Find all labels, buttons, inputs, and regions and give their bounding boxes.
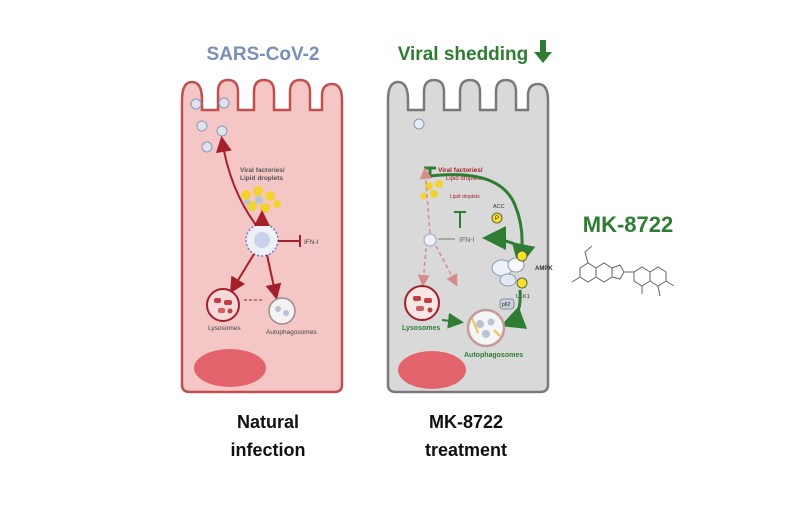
- left-caption-line2: infection: [231, 440, 306, 460]
- green-arrow-to-ifn: [482, 226, 518, 251]
- green-arrow-to-autophagosome: [500, 289, 528, 329]
- right-cell-body: [386, 78, 550, 394]
- left-nucleus: [194, 349, 266, 387]
- right-lysosome: [404, 285, 440, 321]
- molecule-structure-icon: [571, 245, 675, 297]
- down-arrow-icon: [534, 40, 552, 63]
- right-autophagosome: [466, 308, 506, 348]
- right-dashed-to-villi: [419, 167, 432, 234]
- right-autophagosomes-label: Autophagosomes: [464, 352, 523, 359]
- right-panel-title: Viral shedding: [398, 44, 529, 65]
- left-lipid-droplets: [241, 186, 281, 213]
- ampk-label: AMPK: [535, 266, 553, 272]
- right-nucleus: [398, 351, 466, 389]
- green-main-arc: [429, 173, 536, 268]
- left-viral-factories-label: Viral factories/: [240, 167, 285, 174]
- right-caption-line1: MK-8722: [429, 412, 503, 432]
- right-lipid-droplets: [420, 180, 443, 200]
- left-autophagosome: [268, 297, 296, 325]
- right-lysosome-arrow: [441, 312, 464, 329]
- ulk1-label: ULK1: [516, 294, 530, 300]
- right-lipid-droplets-label: Lipid droplets: [446, 176, 482, 182]
- acc-phospho-icon: P: [491, 212, 503, 224]
- left-arrow-to-autophagosome: [265, 254, 282, 300]
- left-lysosome: [206, 288, 240, 322]
- left-caption-line1: Natural: [237, 412, 299, 432]
- ampk-complex: [491, 250, 528, 287]
- acc-label: ACC: [493, 204, 505, 210]
- drug-name: MK-8722: [583, 212, 673, 237]
- left-lysosomes-label: Lysosomes: [208, 325, 241, 332]
- p62-label: p62: [502, 302, 511, 308]
- right-dashed-to-lysosome: [417, 247, 430, 287]
- ulk1-phospho-icon: [516, 277, 528, 289]
- left-arrow-to-lysosome: [229, 253, 255, 294]
- left-panel-title: SARS-CoV-2: [207, 44, 320, 65]
- right-droplets-small-label: Lipid droplets: [450, 194, 480, 200]
- right-viral-factories-label: Viral factories/: [438, 167, 483, 174]
- right-caption-line2: treatment: [425, 440, 507, 460]
- right-dashed-to-droplet: [435, 245, 458, 287]
- left-central-virus: [245, 223, 279, 257]
- left-lipid-droplets-label: Lipid droplets: [240, 175, 283, 182]
- right-ifn-label: IFN-I: [459, 237, 475, 244]
- svg-text:P: P: [495, 216, 499, 222]
- left-autophagosomes-label: Autophagosomes: [266, 329, 317, 336]
- right-lysosomes-label: Lysosomes: [402, 325, 440, 332]
- left-arrow-to-villi: [215, 136, 257, 226]
- right-faded-virus: [423, 233, 437, 247]
- left-virions-top: [190, 97, 230, 153]
- right-virion-top: [413, 118, 425, 130]
- left-ifn-label: IFN-I: [304, 239, 319, 246]
